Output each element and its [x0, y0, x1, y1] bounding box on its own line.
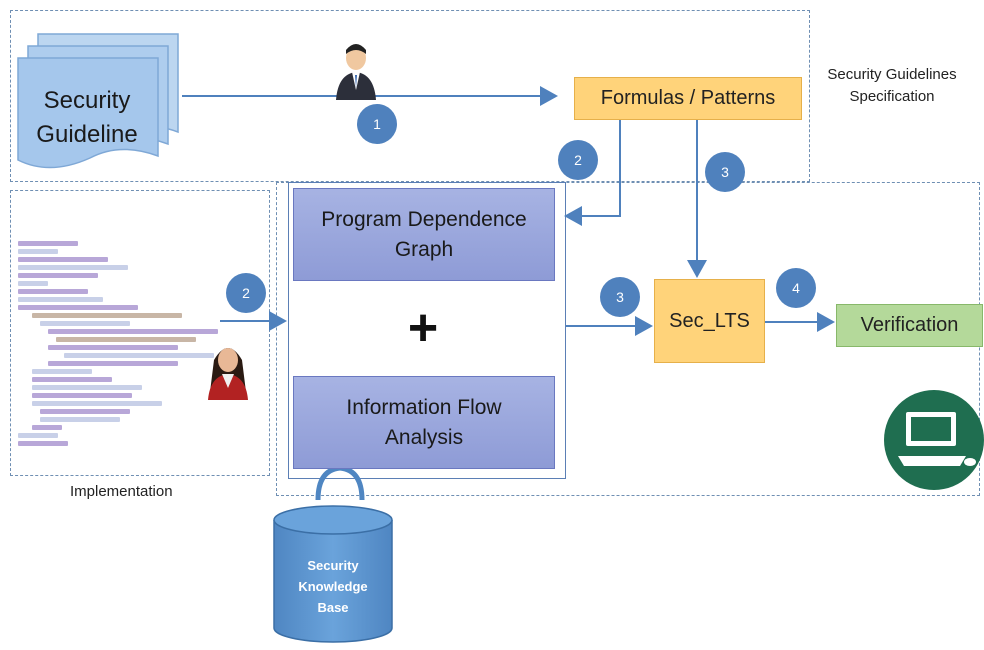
computer-icon	[884, 390, 984, 490]
formulas-patterns-box: Formulas / Patterns	[574, 77, 802, 120]
source-code-image	[18, 238, 218, 448]
sec-lts-label: Sec_LTS	[669, 309, 750, 332]
information-flow-analysis-box: Information Flow Analysis	[293, 376, 555, 469]
verification-box: Verification	[836, 304, 983, 347]
knowledge-base-database-icon	[273, 505, 393, 643]
program-dependence-graph-label: Program Dependence Graph	[321, 207, 527, 261]
step-badge-2-formulas: 2	[558, 140, 598, 180]
db-connector	[315, 465, 365, 501]
program-dependence-graph-box: Program Dependence Graph	[293, 188, 555, 281]
formulas-patterns-label: Formulas / Patterns	[600, 87, 776, 109]
businessman-icon	[336, 44, 376, 100]
step-badge-1: 1	[357, 104, 397, 144]
security-guideline-document-icon	[17, 33, 179, 169]
step-badge-4: 4	[776, 268, 816, 308]
implementation-region	[10, 190, 270, 476]
step-badge-3-analysis: 3	[600, 277, 640, 317]
specification-region	[10, 10, 810, 182]
sec-lts-box: Sec_LTS	[654, 279, 765, 363]
plus-sign: +	[407, 299, 439, 357]
security-knowledge-base-label: Security Knowledge Base	[298, 558, 368, 615]
security-guideline-label: Security Guideline	[36, 87, 138, 148]
security-guidelines-specification-label: Security Guidelines Specification	[827, 66, 957, 105]
implementation-label: Implementation	[70, 483, 173, 500]
verification-label: Verification	[860, 314, 959, 336]
step-badge-3-formulas: 3	[705, 152, 745, 192]
information-flow-analysis-label: Information Flow Analysis	[346, 395, 502, 449]
businesswoman-icon	[208, 348, 248, 400]
step-badge-2-implementation: 2	[226, 273, 266, 313]
edge-formulas-to-pdg	[564, 120, 621, 226]
